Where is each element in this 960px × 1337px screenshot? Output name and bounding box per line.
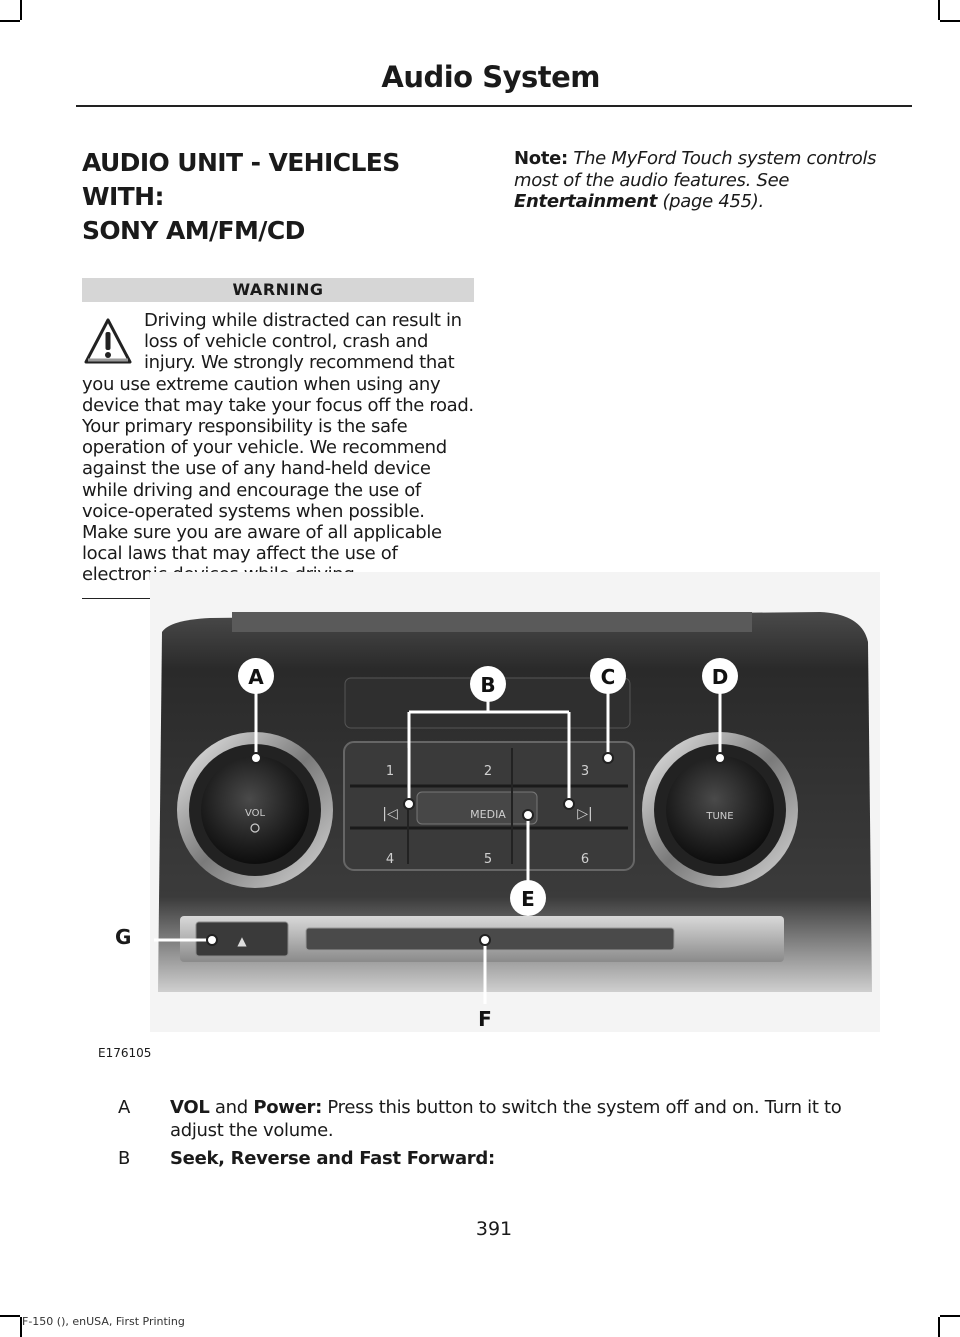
legend-title-2: Power:	[253, 1097, 322, 1118]
svg-text:5: 5	[484, 852, 492, 867]
section-title-line2: SONY AM/FM/CD	[82, 216, 305, 245]
legend-joiner: and	[214, 1097, 248, 1118]
callout-d-label: D	[712, 665, 729, 689]
svg-text:TUNE: TUNE	[705, 811, 733, 822]
svg-text:3: 3	[581, 764, 589, 779]
crop-mark	[0, 20, 20, 22]
section-title: AUDIO UNIT - VEHICLES WITH: SONY AM/FM/C…	[82, 146, 474, 248]
warning-box: Driving while distracted can result in l…	[82, 310, 474, 586]
callout-g: G	[115, 925, 132, 949]
crop-mark	[20, 0, 22, 20]
page-header-title: Audio System	[381, 60, 600, 94]
crop-mark	[20, 1317, 22, 1337]
note-label: Note:	[514, 148, 568, 169]
section-title-line1: AUDIO UNIT - VEHICLES WITH:	[82, 148, 400, 211]
warning-triangle-icon	[84, 318, 132, 364]
crop-mark	[938, 0, 940, 20]
crop-mark	[938, 1317, 940, 1337]
svg-text:▷|: ▷|	[577, 806, 592, 822]
header-divider	[76, 105, 912, 107]
note-text: The MyFord Touch system controls most of…	[514, 148, 877, 191]
left-column: AUDIO UNIT - VEHICLES WITH: SONY AM/FM/C…	[82, 146, 474, 600]
warning-heading: WARNING	[82, 278, 474, 302]
entertainment-link[interactable]: Entertainment	[514, 191, 658, 212]
svg-text:6: 6	[581, 852, 589, 867]
legend-title: Seek, Reverse and Fast Forward:	[170, 1148, 495, 1169]
svg-text:2: 2	[484, 764, 492, 779]
legend-item-a: A VOL and Power: Press this button to sw…	[118, 1096, 898, 1142]
note-paragraph: Note: The MyFord Touch system controls m…	[514, 148, 914, 213]
audio-unit-figure: 1 2 3 4 5 6 MEDIA |◁ ▷| VOL TUNE ▲	[150, 572, 880, 1032]
svg-text:▲: ▲	[237, 934, 247, 948]
crop-mark	[940, 20, 960, 22]
callout-a-label: A	[248, 665, 264, 689]
crop-mark	[940, 1315, 960, 1317]
svg-text:MEDIA: MEDIA	[470, 808, 506, 821]
callout-f-label: F	[478, 1007, 492, 1031]
svg-text:|◁: |◁	[382, 806, 398, 822]
note-page-ref: (page 455).	[662, 191, 764, 212]
legend-text: Press this button to switch the system o…	[170, 1097, 842, 1141]
page-number: 391	[475, 1218, 513, 1240]
legend-title: VOL	[170, 1097, 210, 1118]
legend-item-b: B Seek, Reverse and Fast Forward:	[118, 1147, 898, 1170]
crop-mark	[0, 1315, 20, 1317]
svg-text:1: 1	[386, 764, 394, 779]
legend-key: B	[118, 1148, 131, 1169]
figure-code: E176105	[98, 1046, 152, 1060]
svg-text:4: 4	[386, 852, 394, 867]
warning-text: Driving while distracted can result in l…	[82, 310, 474, 586]
callout-c-label: C	[601, 665, 616, 689]
svg-text:VOL: VOL	[245, 808, 266, 819]
footer-text: F-150 (), enUSA, First Printing	[22, 1315, 185, 1328]
callout-e-label: E	[521, 887, 535, 911]
legend-key: A	[118, 1097, 131, 1118]
callout-b-label: B	[480, 673, 495, 697]
